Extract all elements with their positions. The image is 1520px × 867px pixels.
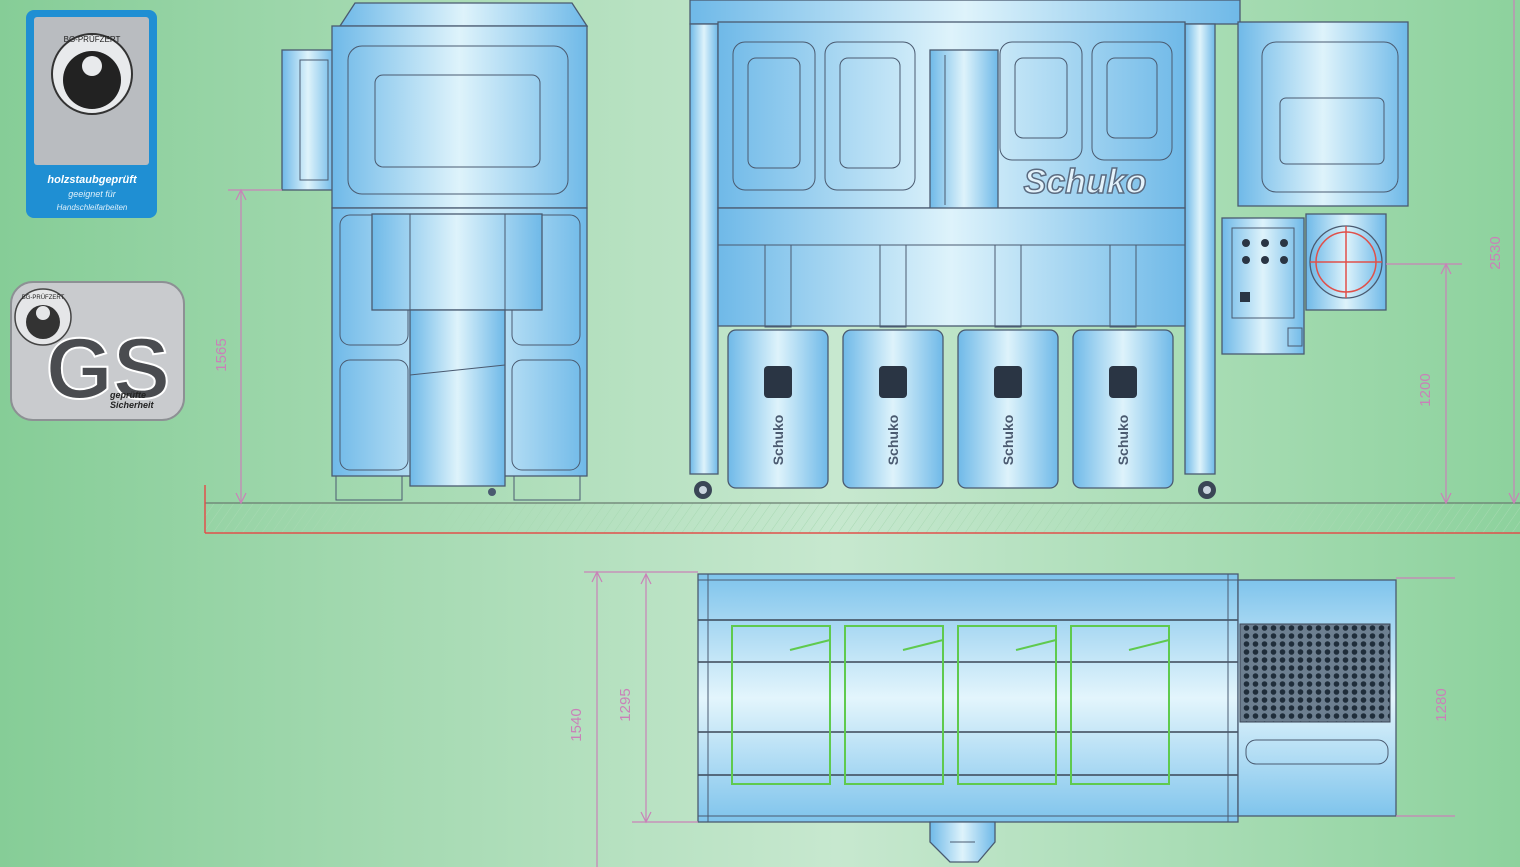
- bin-label: Schuko: [1115, 415, 1131, 466]
- gs-seal-icon: [14, 288, 72, 346]
- top-depth-outer-label: 1540: [568, 708, 585, 741]
- gs-line1: geprüfte: [109, 390, 146, 400]
- bin-label: Schuko: [1000, 415, 1016, 466]
- floor: [204, 485, 1520, 534]
- bg-badge-line1: holzstaubgeprüft: [47, 174, 138, 186]
- front-view: Schuko Schuko Schuko Schuko Schuko: [689, 0, 1520, 505]
- top-view: 1540 1295 1280: [568, 570, 1455, 867]
- control-box: [1221, 217, 1305, 355]
- collection-bin: Schuko: [957, 329, 1059, 489]
- bg-badge-title: BG-PRÜFZERT: [64, 35, 121, 44]
- bg-badge-line2: geeignet für: [68, 189, 117, 199]
- gs-badge-title: BG-PRÜFZERT: [22, 294, 65, 301]
- collection-bin: Schuko: [1072, 329, 1174, 489]
- gs-line2: Sicherheit: [110, 400, 155, 410]
- side-view: 1565: [213, 2, 589, 505]
- bin-label: Schuko: [770, 415, 786, 466]
- collection-bin: Schuko: [842, 329, 944, 489]
- brand-logo: Schuko: [1024, 163, 1147, 201]
- inlet-height-label: 1200: [1417, 373, 1434, 406]
- inlet-port: [1305, 213, 1387, 311]
- top-depth-inner-label: 1295: [617, 688, 634, 721]
- side-height-label: 1565: [213, 338, 230, 371]
- front-height-label: 2530: [1487, 236, 1504, 269]
- bg-badge-line3: Handschleifarbeiten: [57, 203, 128, 212]
- bg-seal-icon: [51, 33, 133, 115]
- top-depth-right-label: 1280: [1433, 688, 1450, 721]
- bg-pruefzert-badge: BG-PRÜFZERT holzstaubgeprüft geeignet fü…: [26, 10, 157, 218]
- collection-bin: Schuko: [727, 329, 829, 489]
- gs-badge: BG-PRÜFZERT GS geprüfte Sicherheit: [10, 281, 185, 421]
- bin-label: Schuko: [885, 415, 901, 466]
- gs-mark: GS: [46, 321, 170, 417]
